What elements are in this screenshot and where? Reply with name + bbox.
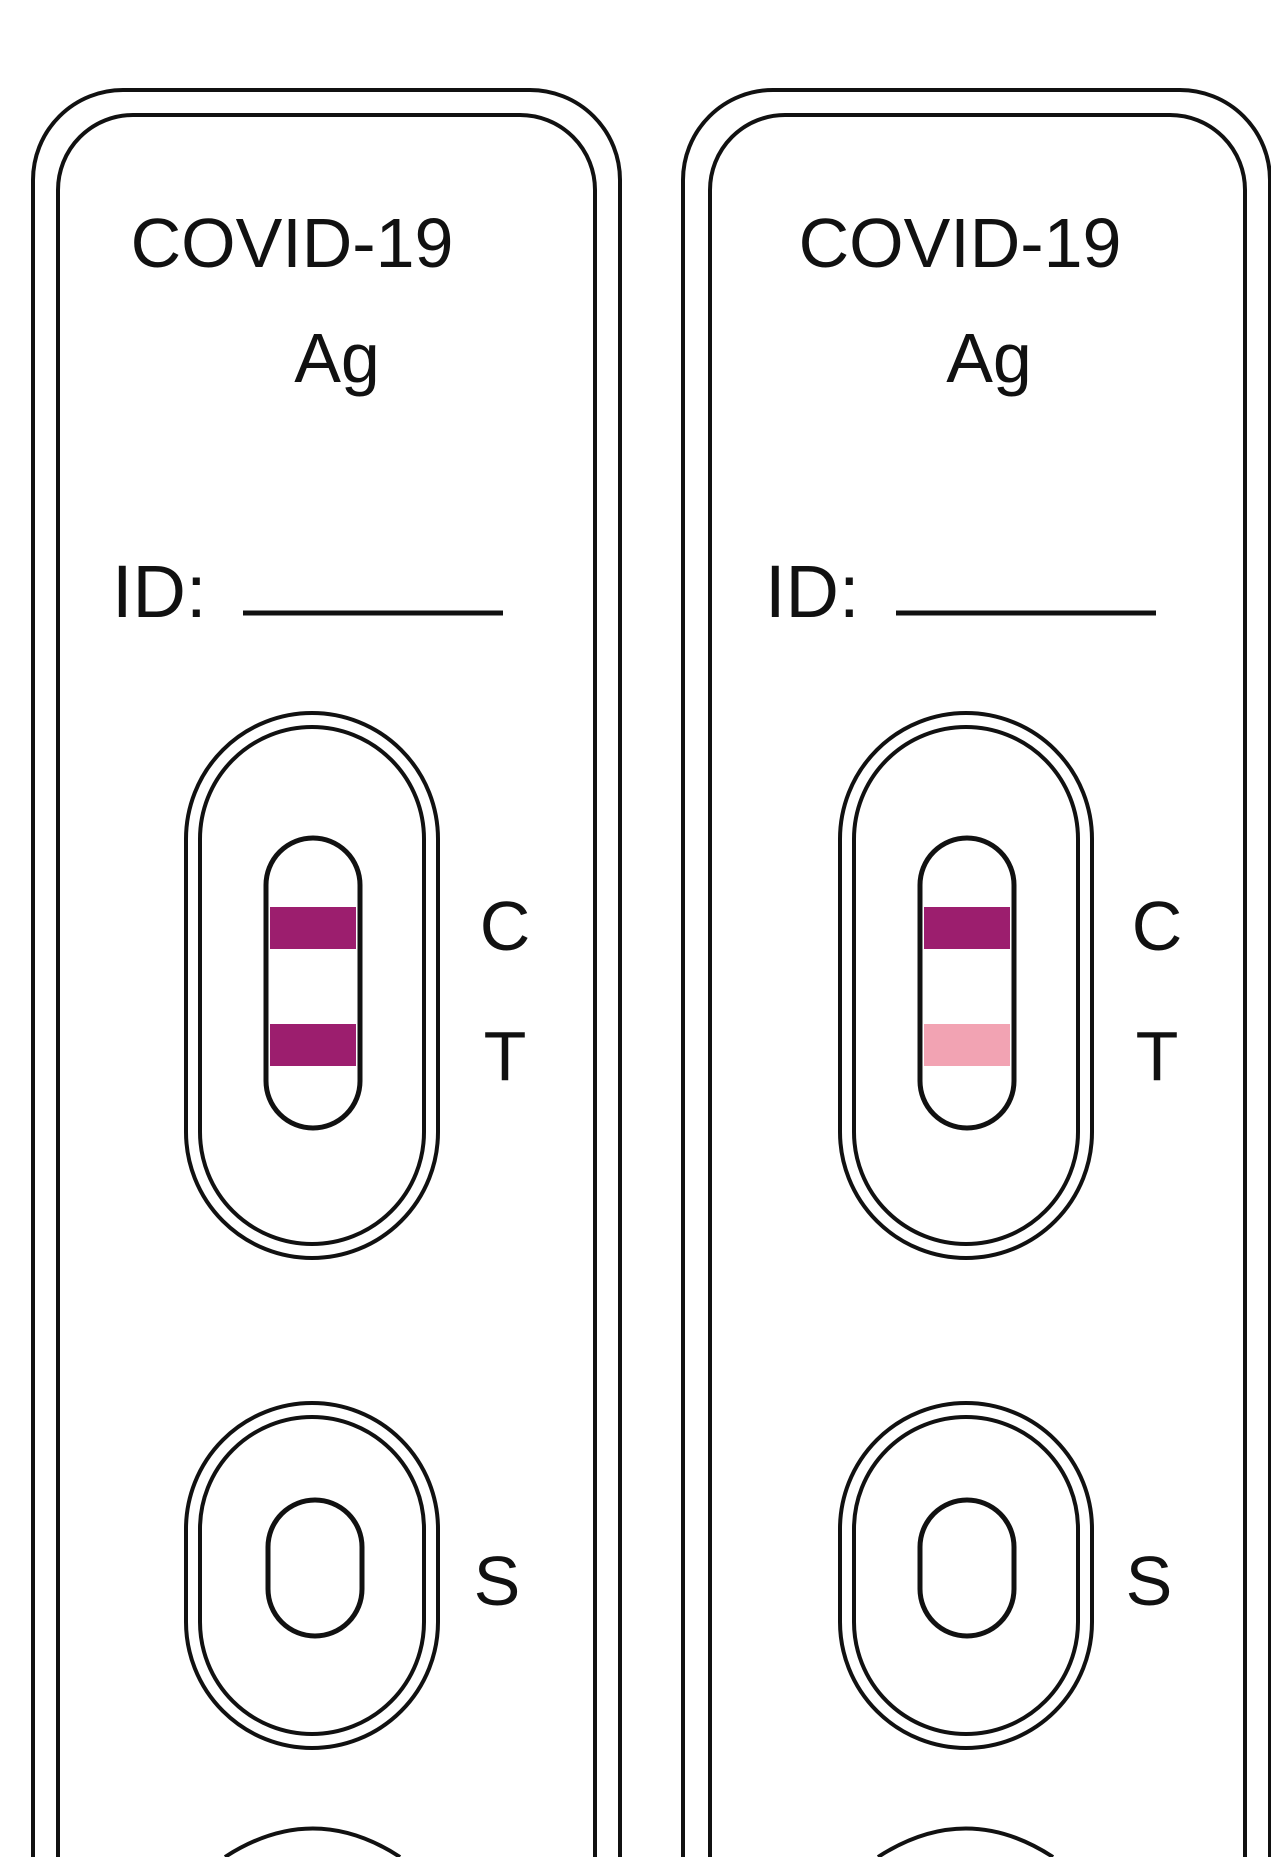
result-window-outer <box>838 711 1094 1260</box>
test-strip <box>263 835 363 1131</box>
test-line <box>924 1024 1010 1066</box>
sample-hole <box>265 1497 365 1639</box>
test-strip <box>917 835 1017 1131</box>
control-line <box>924 907 1010 949</box>
test-label: T <box>1136 1017 1179 1095</box>
result-window-inner <box>852 725 1080 1246</box>
cassette-inner-outline <box>56 113 597 1857</box>
sample-well <box>838 1401 1094 1750</box>
result-window-outer <box>184 711 440 1260</box>
cassette-inner-outline <box>708 113 1247 1857</box>
sample-well-inner <box>198 1415 426 1736</box>
test-cassette-1: COVID-19 Ag ID: C T S <box>31 88 622 1857</box>
test-label: T <box>484 1017 527 1095</box>
bottom-arc <box>876 1826 1055 1857</box>
sample-well <box>184 1401 440 1750</box>
sample-well-inner <box>852 1415 1080 1736</box>
cassette-outer-outline <box>31 88 622 1857</box>
brand-title: COVID-19 <box>131 204 454 282</box>
result-window-inner <box>198 725 426 1246</box>
id-label: ID: <box>765 550 860 633</box>
sample-hole <box>917 1497 1017 1639</box>
sample-well-outer <box>838 1401 1094 1750</box>
id-label: ID: <box>112 550 207 633</box>
control-label: C <box>480 887 531 965</box>
result-window <box>838 711 1094 1260</box>
sample-well-outer <box>184 1401 440 1750</box>
brand-title: COVID-19 <box>799 204 1122 282</box>
test-cassette-2: COVID-19 Ag ID: C T S <box>681 88 1271 1857</box>
control-label: C <box>1132 887 1183 965</box>
brand-subtitle: Ag <box>294 319 380 397</box>
bottom-arc <box>223 1826 402 1857</box>
result-window <box>184 711 440 1260</box>
sample-label: S <box>474 1542 521 1620</box>
brand-subtitle: Ag <box>946 319 1032 397</box>
sample-label: S <box>1126 1542 1173 1620</box>
test-line <box>270 1024 356 1066</box>
cassette-outer-outline <box>681 88 1271 1857</box>
control-line <box>270 907 356 949</box>
